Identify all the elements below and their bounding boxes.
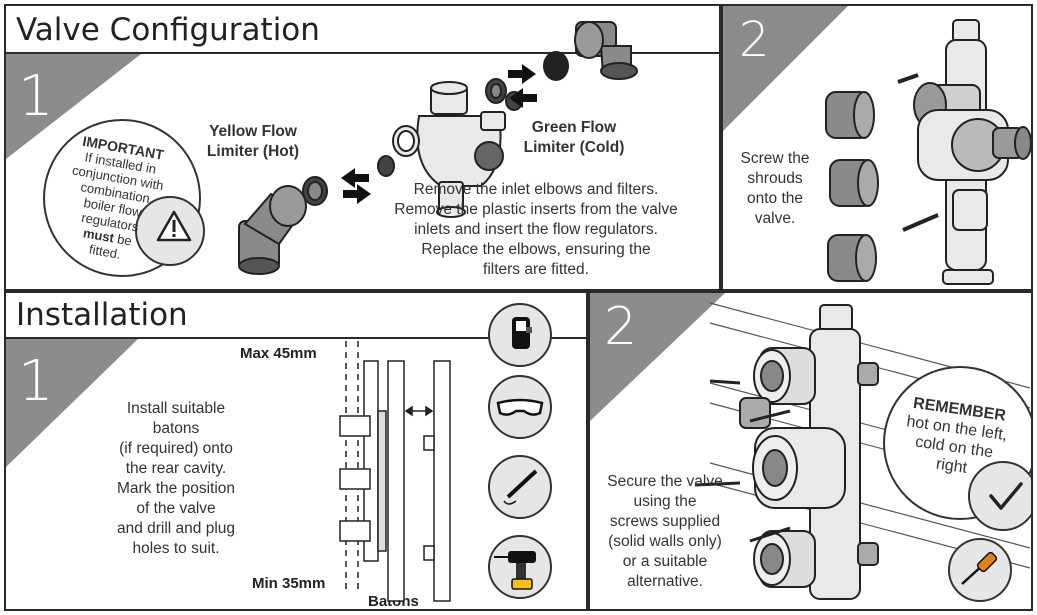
step-number: 2 [604,297,638,357]
safety-glasses-icon [488,375,552,439]
valve-body [392,81,506,218]
instruction-line: Install suitable [126,400,226,417]
screwdriver-icon [948,538,1012,602]
step-number-triangle [723,6,848,131]
instruction-line: of the valve [136,500,216,517]
shrouds-instructions: Screw the shrouds onto the valve. [727,149,823,229]
important-text: IMPORTANT If installed in conjunction wi… [44,130,183,269]
shrouds-panel: 2 Screw the shrouds onto the valve. [721,4,1033,291]
arrows-left [341,168,371,204]
instruction-line: Remove the inlet elbows and filters. [413,181,659,198]
warning-triangle-icon [156,210,192,242]
installation-title: Installation [6,293,586,339]
instruction-line: filters are fitted. [483,261,589,278]
instruction-line: and drill and plug [116,520,236,537]
instruction-line: the rear cavity. [125,460,227,477]
max-depth-label: Max 45mm [240,345,317,362]
valve-assembly [897,19,1031,285]
instruction-line: (if required) onto [119,440,233,457]
instruction-line: or a suitable [622,553,708,570]
instruction-line: (solid walls only) [608,533,722,550]
instruction-line: Screw the [740,150,810,167]
right-elbow [574,21,638,80]
exploded-valve-illustration [238,21,638,275]
arrows-right [508,64,537,108]
instruction-line: onto the [746,190,804,207]
instruction-line: valve. [754,210,796,227]
valve-side [339,360,387,562]
baton-side-view-illustration [339,341,451,602]
secure-valve-instructions: Secure the valve using the screws suppli… [592,472,738,592]
depth-guides [345,341,359,591]
instruction-line: screws supplied [609,513,721,530]
instruction-line: Secure the valve [607,473,723,490]
instruction-line: holes to suit. [132,540,220,557]
green-label-line: Limiter (Cold) [523,139,625,156]
installation-panel: Installation 1 Install suitable batons (… [4,291,588,611]
green-label-line: Green Flow [531,119,617,136]
instruction-line: shrouds [747,170,803,187]
yellow-label-line: Yellow Flow [209,123,297,140]
step-number-triangle [590,293,725,421]
yellow-label-line: Limiter (Hot) [206,143,300,160]
instruction-line: Remove the plastic inserts from the valv… [394,201,678,218]
step-number: 2 [739,12,770,68]
step-number: 1 [18,349,54,414]
step-number-triangle [6,54,141,159]
left-filter [302,155,395,206]
instruction-line: Mark the position [116,480,236,497]
instruction-line: batons [152,420,200,437]
shroud-cylinders [825,91,879,282]
yellow-limiter-label: Yellow Flow Limiter (Hot) [194,122,312,162]
checkmark-icon [989,482,1023,510]
valve-config-instructions: Remove the inlet elbows and filters. Rem… [361,180,711,280]
instruction-line: inlets and insert the flow regulators. [414,221,658,238]
instruction-line: using the [633,493,697,510]
instruction-line: alternative. [627,573,703,590]
pencil-icon [488,455,552,519]
left-elbow [238,185,307,275]
installation-instructions: Install suitable batons (if required) on… [101,399,251,559]
shroud-valve-illustration [825,19,1031,285]
mounted-valve [739,304,879,600]
valve-config-panel: Valve Configuration 1 IMPORTANT If insta… [4,4,721,291]
secure-valve-panel: 2 [588,291,1033,611]
instruction-line: Replace the elbows, ensuring the [421,241,651,258]
drill-icon [488,535,552,599]
remember-circle [883,366,1031,531]
gap-arrow [404,405,434,417]
tape-measure-icon [488,303,552,367]
min-depth-label: Min 35mm [252,575,326,592]
batons [387,360,451,602]
green-limiter-label: Green Flow Limiter (Cold) [510,118,638,158]
step-number-triangle [6,339,138,467]
step-number: 1 [18,64,54,129]
mounting-screws [694,379,791,543]
